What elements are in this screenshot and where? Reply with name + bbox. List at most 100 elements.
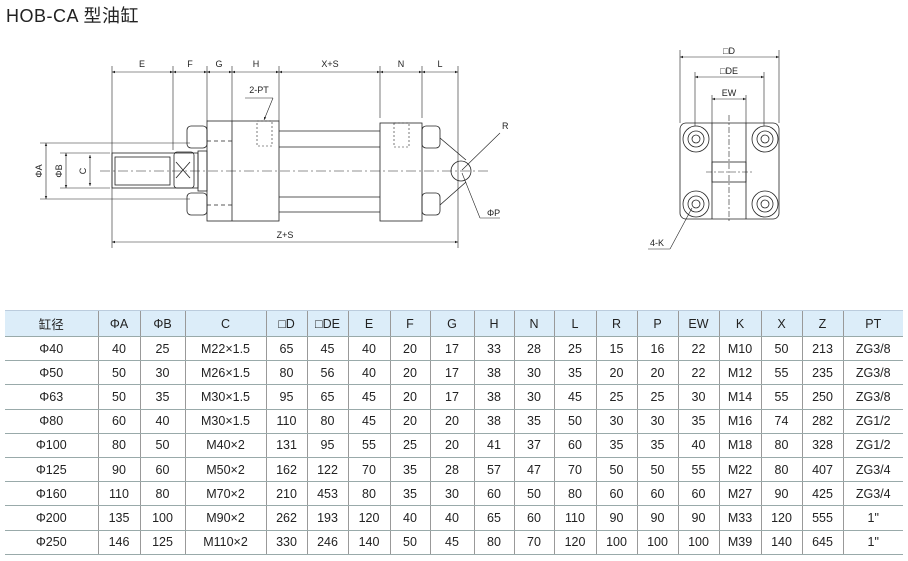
label-xs: X+S [321,59,338,69]
table-cell: 57 [473,457,514,483]
table-cell: Φ40 [5,336,98,362]
table-cell: 35 [636,433,678,458]
table-cell: M30×1.5 [184,384,266,410]
table-cell: 35 [139,384,185,410]
label-de: □DE [720,66,738,76]
table-cell: 90 [677,505,719,531]
label-a: ΦA [34,164,44,177]
column-header: R [595,310,637,337]
label-r: R [502,121,509,131]
table-cell: 100 [595,530,637,555]
table-cell: 262 [265,505,307,531]
table-cell: 120 [553,530,596,555]
column-header: K [718,310,761,337]
table-cell: M27 [718,481,761,507]
table-cell: 47 [513,457,554,483]
table-cell: M22 [718,457,761,483]
table-cell: 50 [760,336,802,362]
cylinder-drawing: E F G H X+S N L 2-PT R ΦP Z+S ΦA ΦB C [34,46,780,250]
table-cell: 60 [139,457,185,483]
label-e: E [139,59,145,69]
table-cell: M39 [718,530,761,555]
table-cell: 40 [429,505,474,531]
table-cell: 110 [553,505,596,531]
table-cell: M16 [718,409,761,434]
column-header: EW [677,310,719,337]
label-c: C [78,167,88,174]
table-cell: Φ125 [5,457,98,483]
table-cell: 40 [97,336,140,362]
table-cell: M10 [718,336,761,362]
table-cell: Φ200 [5,505,98,531]
table-cell: M30×1.5 [184,409,266,434]
table-cell: 80 [97,433,140,458]
table-cell: 38 [473,360,514,386]
table-cell: 120 [760,505,802,531]
column-header: X [760,310,802,337]
table-cell: 50 [513,481,554,507]
table-cell: 25 [595,384,637,410]
table-cell: 40 [347,336,390,362]
table-cell: 213 [801,336,843,362]
table-cell: 60 [97,409,140,434]
table-cell: 20 [429,433,474,458]
table-cell: 60 [595,481,637,507]
table-cell: 120 [347,505,390,531]
table-cell: M22×1.5 [184,336,266,362]
table-cell: M50×2 [184,457,266,483]
table-cell: M18 [718,433,761,458]
column-header: PT [842,310,903,337]
table-cell: 37 [513,433,554,458]
table-cell: 50 [636,457,678,483]
table-cell: 20 [389,384,430,410]
table-cell: 131 [265,433,307,458]
table-cell: 100 [677,530,719,555]
table-cell: 80 [760,457,802,483]
table-cell: 30 [636,409,678,434]
table-cell: 40 [389,505,430,531]
table-cell: 74 [760,409,802,434]
table-cell: Φ160 [5,481,98,507]
table-cell: 28 [513,336,554,362]
table-cell: 95 [265,384,307,410]
label-p: ΦP [487,208,500,218]
column-header: G [429,310,474,337]
column-header: 缸径 [5,310,98,337]
label-pt: 2-PT [249,85,269,95]
table-cell: 20 [429,409,474,434]
table-cell: 30 [139,360,185,386]
table-cell: ZG3/4 [842,481,903,507]
label-b: ΦB [54,164,64,177]
table-cell: 425 [801,481,843,507]
table-cell: 100 [139,505,185,531]
table-cell: 90 [595,505,637,531]
table-cell: 55 [677,457,719,483]
table-cell: 38 [473,384,514,410]
table-cell: ZG3/8 [842,360,903,386]
table-cell: Φ250 [5,530,98,555]
table-cell: 30 [429,481,474,507]
table-cell: 80 [306,409,348,434]
label-d: □D [723,46,735,56]
table-cell: 70 [347,457,390,483]
label-h: H [253,59,260,69]
table-cell: 17 [429,336,474,362]
table-cell: 162 [265,457,307,483]
column-header: L [553,310,596,337]
table-cell: 45 [347,409,390,434]
table-cell: 60 [513,505,554,531]
table-cell: 33 [473,336,514,362]
table-cell: Φ80 [5,409,98,434]
table-cell: 35 [389,481,430,507]
table-cell: 110 [265,409,307,434]
table-cell: 146 [97,530,140,555]
table-cell: 90 [760,481,802,507]
table-cell: 246 [306,530,348,555]
